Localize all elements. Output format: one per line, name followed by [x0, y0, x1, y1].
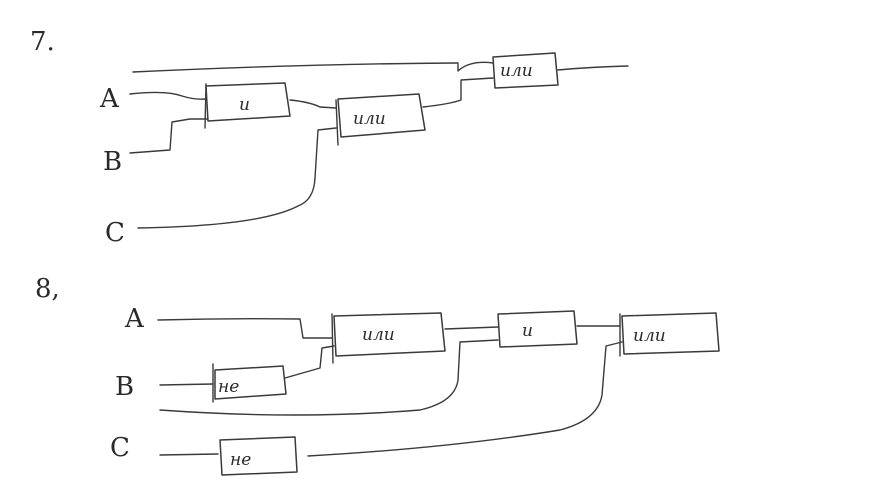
- wire-not-b-to-or: [284, 345, 335, 379]
- diagram-8: 8, A B C не не или и: [35, 274, 720, 476]
- gate-label: или: [633, 326, 666, 346]
- wire-b-to-and: [129, 118, 208, 154]
- gate-label: не: [218, 377, 239, 397]
- gate-label: или: [500, 61, 533, 81]
- wire-or-to-and: [444, 326, 499, 330]
- diagram-number: 8,: [35, 274, 60, 304]
- wire-not-c-to-or: [307, 341, 623, 457]
- wire-b-to-not: [159, 383, 214, 386]
- wire-b-branch: [159, 339, 499, 416]
- input-label-b: B: [115, 372, 134, 402]
- and-gate: и: [204, 82, 291, 129]
- or-gate-output: или: [492, 52, 559, 89]
- diagram-7: 7. A B C и или или: [30, 27, 629, 248]
- wire-or-to-or: [422, 77, 494, 108]
- gate-label: или: [362, 325, 395, 345]
- input-label-a: A: [99, 84, 120, 114]
- input-label-c: C: [110, 433, 130, 463]
- wire-a-to-and: [129, 91, 207, 100]
- gate-label: или: [353, 109, 386, 129]
- or-gate-first: или: [331, 312, 446, 364]
- gate-label: не: [230, 450, 251, 470]
- wire-c-to-not: [159, 453, 219, 456]
- wire-a-top: [132, 61, 494, 73]
- not-gate-b: не: [212, 363, 287, 403]
- and-gate: и: [497, 310, 578, 348]
- input-label-c: C: [105, 218, 125, 248]
- diagram-number: 7.: [30, 27, 55, 57]
- input-label-b: B: [103, 147, 122, 177]
- or-gate-output: или: [619, 312, 720, 357]
- not-gate-c: не: [219, 436, 298, 476]
- or-gate-middle: или: [335, 93, 426, 146]
- gate-label: и: [522, 321, 533, 341]
- gate-label: и: [239, 95, 250, 115]
- wire-output: [557, 65, 629, 71]
- wire-c-to-or: [137, 127, 337, 229]
- wire-a-to-or: [157, 317, 333, 339]
- wire-and-to-or: [289, 99, 337, 109]
- input-label-a: A: [124, 304, 145, 334]
